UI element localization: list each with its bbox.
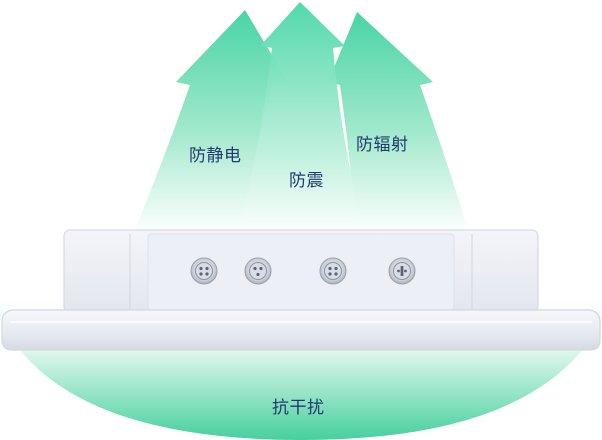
device-bezel <box>1 309 601 351</box>
arrow-right <box>328 12 470 236</box>
connector-2 <box>244 257 272 285</box>
label-antistatic: 防静电 <box>189 146 242 166</box>
label-shockproof: 防震 <box>289 171 324 191</box>
connector-1 <box>190 257 218 285</box>
label-antiinterference: 抗干扰 <box>272 398 325 418</box>
connector-4 <box>388 257 416 285</box>
label-antiradiation: 防辐射 <box>356 135 409 155</box>
connector-3 <box>319 257 347 285</box>
arrow-left <box>132 10 288 236</box>
arrow-center <box>236 2 366 236</box>
